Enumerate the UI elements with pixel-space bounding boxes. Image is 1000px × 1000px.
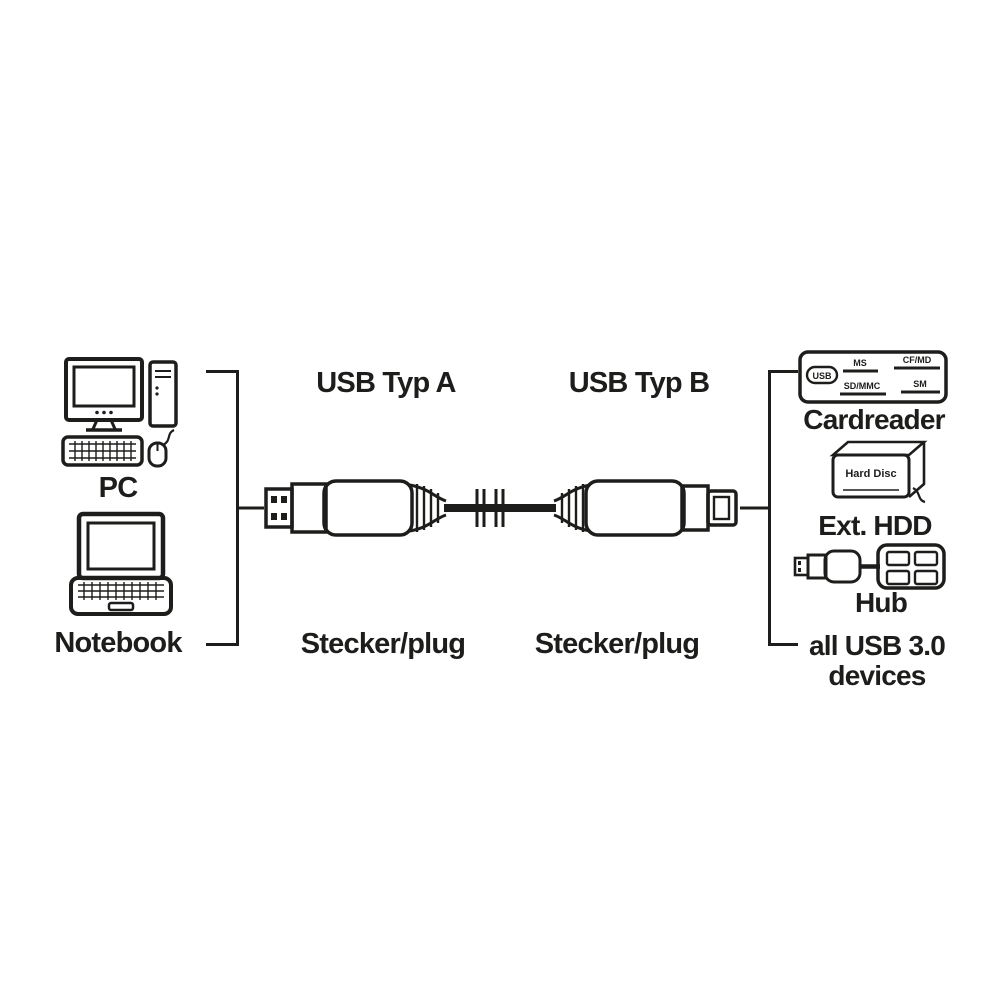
usb-typ-b-label: USB Typ B (568, 367, 710, 399)
usb-typ-a-label: USB Typ A (316, 367, 456, 399)
stecker-plug-b-label: Stecker/plug (534, 628, 700, 660)
cardreader-slot-cfmd-label: CF/MD (903, 355, 932, 365)
usb-a-plug (264, 479, 447, 537)
cardreader-slot-sdmmc-label: SD/MMC (844, 381, 881, 391)
devices-label-line2: devices (828, 660, 926, 691)
cardreader-label: Cardreader (803, 404, 945, 435)
ferrite-marks (475, 489, 505, 527)
cardreader-icon (798, 350, 948, 404)
usb-b-plug (553, 479, 738, 537)
pc-label: PC (98, 472, 138, 504)
pc-icon (61, 357, 178, 468)
notebook-icon (69, 511, 173, 616)
left-bracket (206, 370, 264, 646)
hub-label: Hub (854, 587, 908, 618)
right-bracket (740, 370, 798, 646)
ext-hdd-icon (829, 440, 928, 504)
cardreader-usb-logo-label: USB (812, 371, 832, 381)
usb-cable-drawing (264, 479, 738, 537)
hub-icon (793, 543, 946, 590)
cardreader-slot-sm-label: SM (913, 379, 927, 389)
notebook-label: Notebook (54, 627, 182, 659)
stecker-plug-a-label: Stecker/plug (300, 628, 466, 660)
ext-hdd-label: Ext. HDD (818, 510, 932, 541)
devices-label-line1: all USB 3.0 (809, 630, 946, 661)
cardreader-slot-ms-label: MS (853, 358, 867, 368)
hdd-front-text: Hard Disc (845, 468, 896, 480)
